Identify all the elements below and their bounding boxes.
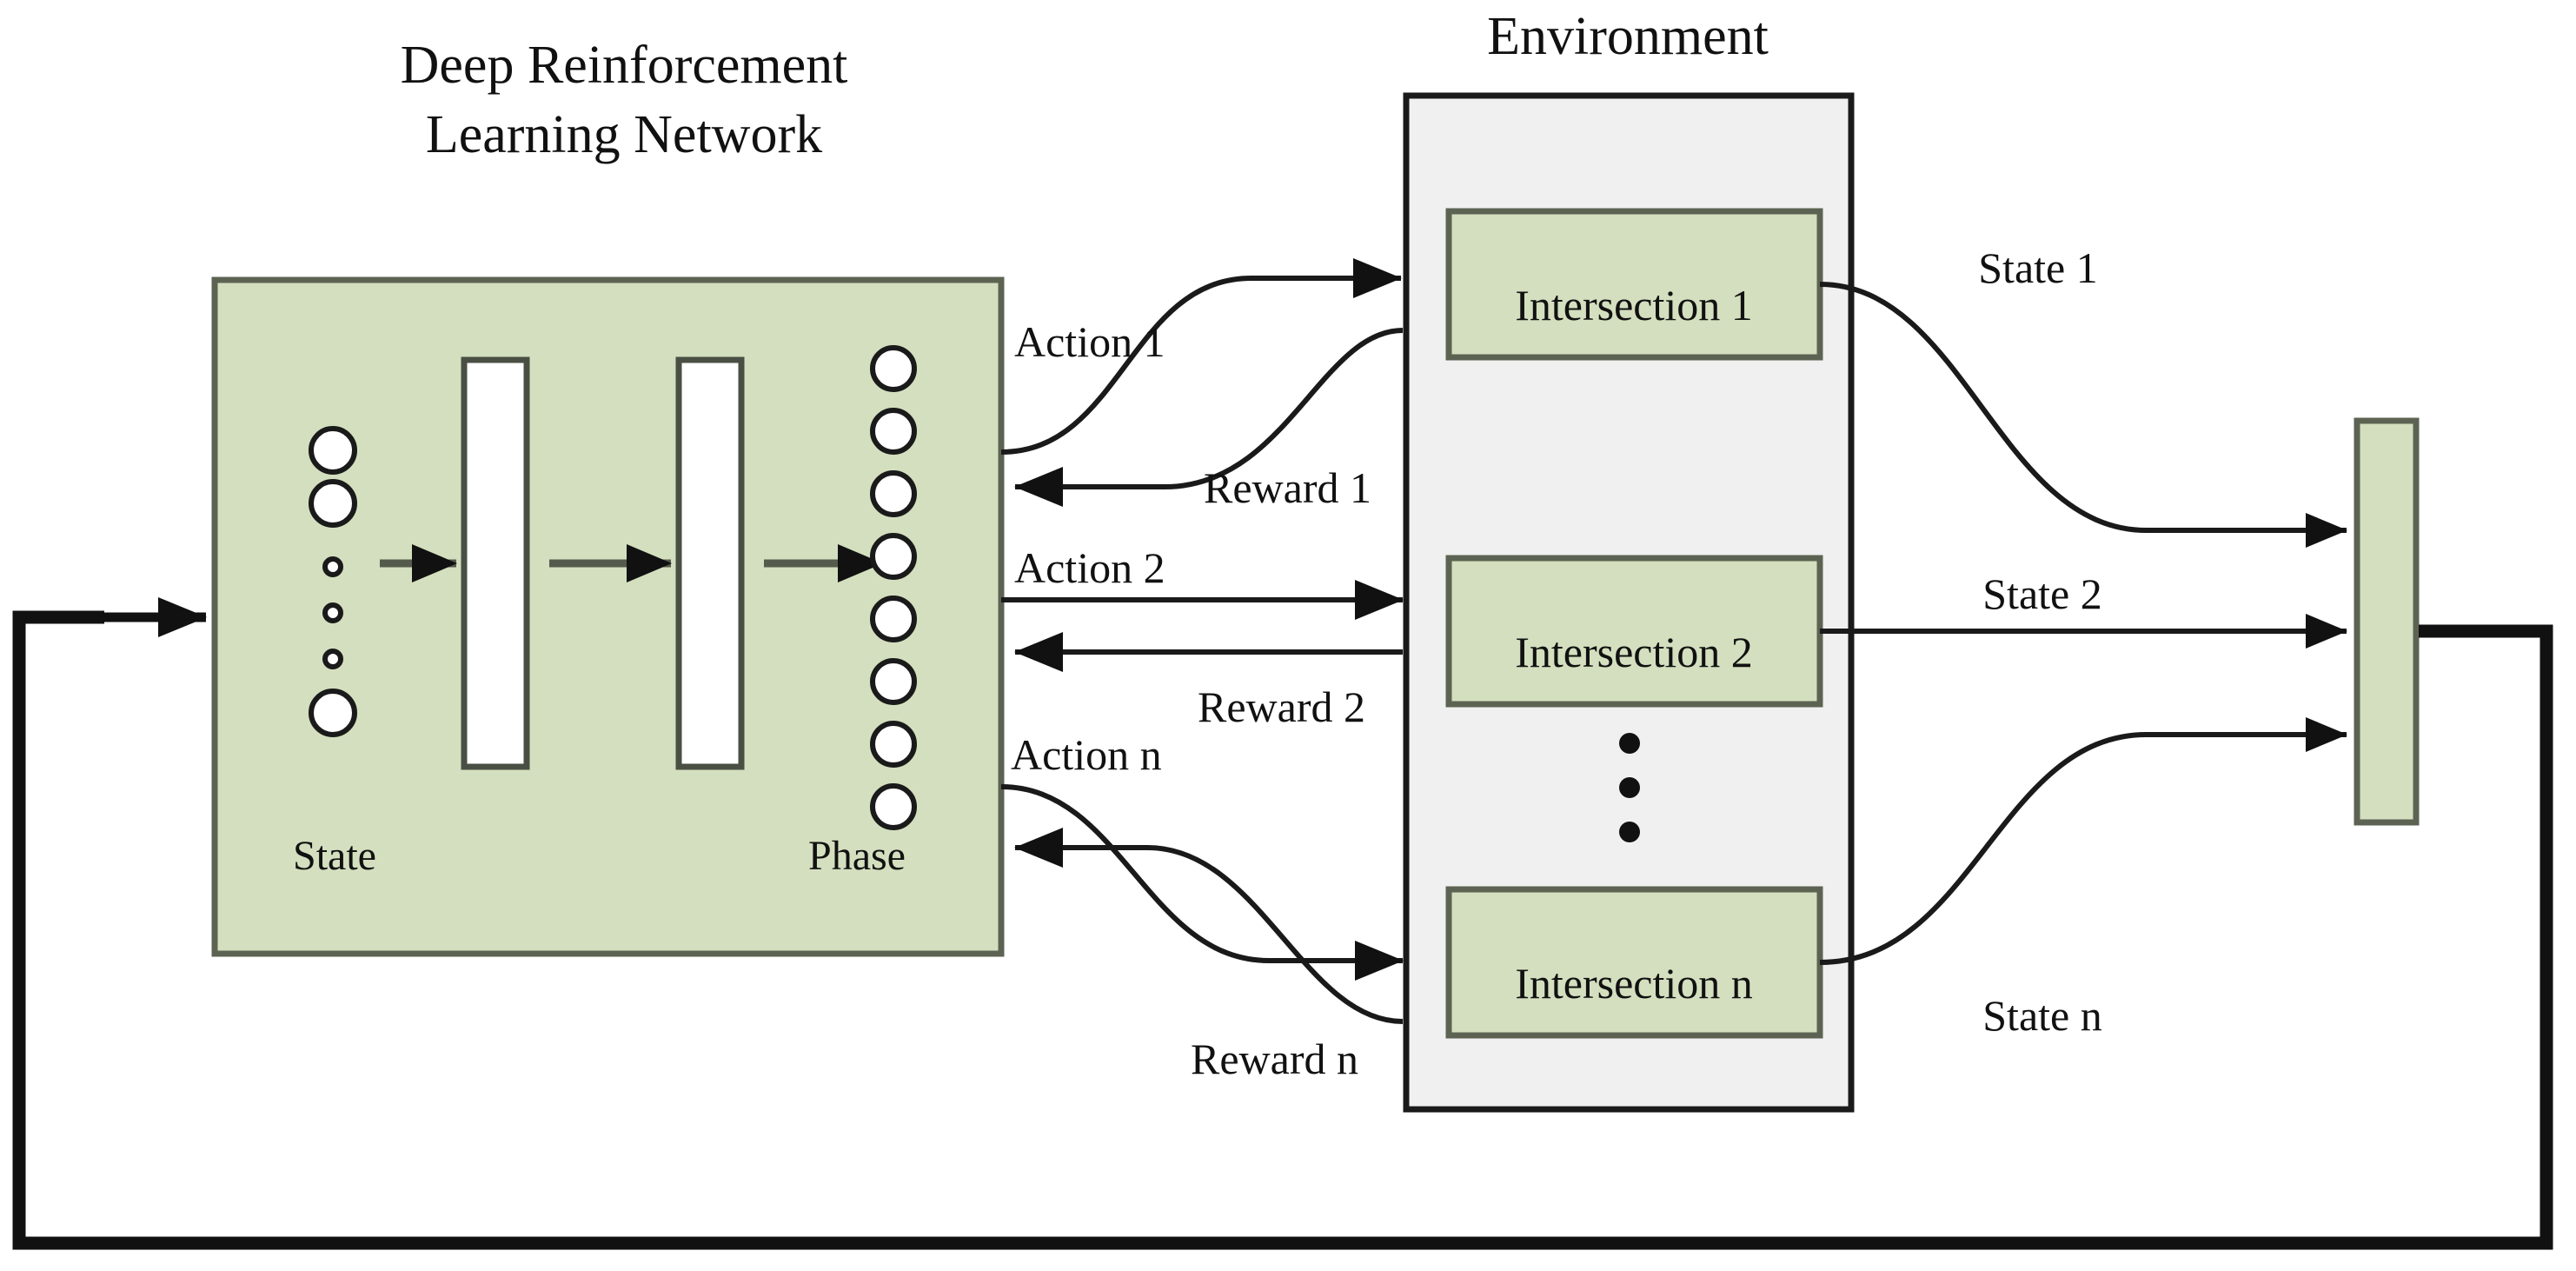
edge-label-state-1: State 1 bbox=[1978, 243, 2097, 292]
output-node-2 bbox=[870, 408, 917, 455]
edge-label-reward-1: Reward 1 bbox=[1204, 463, 1371, 512]
output-node-7 bbox=[870, 721, 917, 768]
edge-label-state-2: State 2 bbox=[1982, 569, 2101, 618]
input-node-1 bbox=[309, 426, 357, 475]
input-layer-label: State bbox=[293, 833, 376, 879]
input-ellipsis-dot-2 bbox=[322, 602, 343, 623]
output-node-1 bbox=[870, 345, 917, 392]
edge-state-1 bbox=[1819, 282, 2347, 548]
output-node-6 bbox=[870, 658, 917, 705]
output-node-4 bbox=[870, 533, 917, 580]
network-title-line-2: Learning Network bbox=[426, 105, 822, 164]
edge-label-reward-2: Reward 2 bbox=[1198, 682, 1365, 731]
hidden-layer-bar-2 bbox=[675, 356, 745, 770]
input-node-2 bbox=[309, 479, 357, 528]
edge-label-reward-n: Reward n bbox=[1191, 1035, 1358, 1083]
intersection-2-label: Intersection 2 bbox=[1515, 628, 1753, 676]
hidden-layer-bar-1 bbox=[461, 356, 530, 770]
intersection-box-2[interactable]: Intersection 2 bbox=[1445, 555, 1823, 708]
intersection-1-label: Intersection 1 bbox=[1515, 281, 1753, 329]
edge-action-1 bbox=[1000, 258, 1402, 455]
edge-label-action-n: Action n bbox=[1011, 730, 1162, 779]
intersection-n-label: Intersection n bbox=[1515, 959, 1753, 1008]
edge-reward-1 bbox=[1014, 328, 1404, 507]
edge-reward-n bbox=[1014, 828, 1404, 1024]
intersection-1-rect bbox=[1445, 208, 1823, 361]
output-node-8 bbox=[870, 783, 917, 830]
environment-title: Environment bbox=[1487, 7, 1769, 66]
feedback-loop-path bbox=[12, 610, 2553, 1250]
intersection-box-1[interactable]: Intersection 1 bbox=[1445, 208, 1823, 361]
state-aggregator-bar bbox=[2354, 417, 2420, 826]
output-layer-label: Phase bbox=[808, 833, 906, 879]
input-layer-nodes bbox=[309, 426, 357, 737]
edge-state-n bbox=[1819, 717, 2347, 965]
output-layer-nodes bbox=[870, 345, 917, 830]
input-ellipsis-dot-1 bbox=[322, 556, 343, 577]
output-node-3 bbox=[870, 470, 917, 517]
edge-label-action-2: Action 2 bbox=[1014, 543, 1165, 592]
edge-label-state-n: State n bbox=[1982, 991, 2101, 1040]
environment-vertical-ellipsis-icon bbox=[1619, 733, 1640, 842]
edge-action-n bbox=[1000, 784, 1404, 981]
input-ellipsis-dot-3 bbox=[322, 649, 343, 669]
intersection-box-n[interactable]: Intersection n bbox=[1445, 886, 1823, 1039]
intersection-2-rect bbox=[1445, 555, 1823, 708]
output-node-5 bbox=[870, 596, 917, 642]
edge-label-action-1: Action 1 bbox=[1014, 317, 1165, 366]
input-node-3 bbox=[309, 689, 357, 737]
network-title-line-1: Deep Reinforcement bbox=[401, 36, 848, 95]
